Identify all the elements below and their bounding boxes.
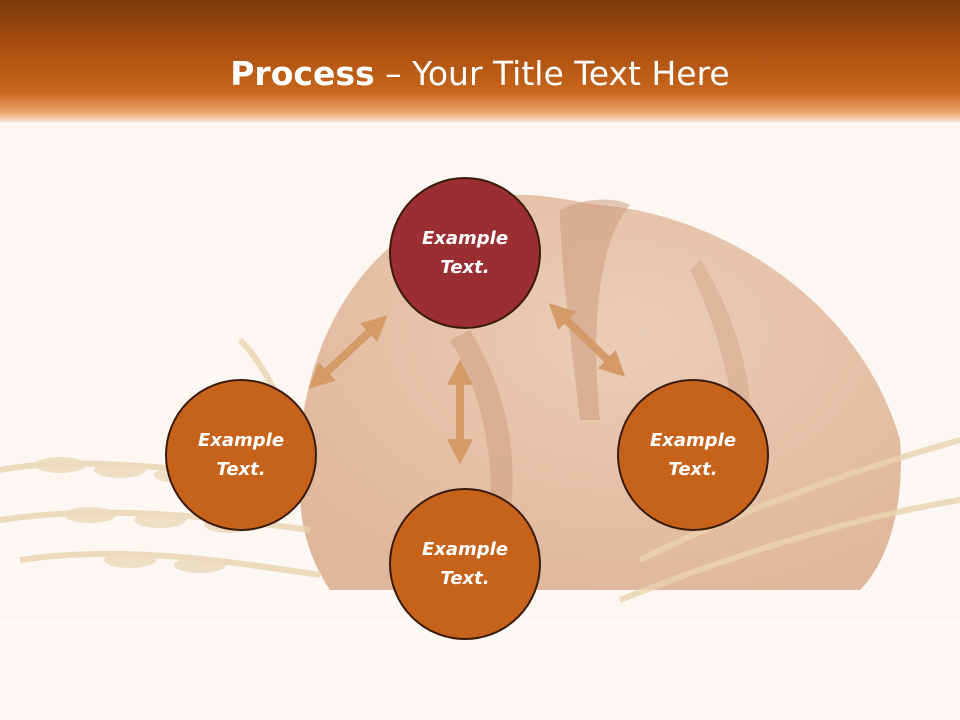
arrow-top-left xyxy=(308,315,388,389)
node-left-label: Example Text. xyxy=(197,430,285,480)
node-bottom-label: Example Text. xyxy=(421,539,509,589)
node-top-label: Example Text. xyxy=(421,228,509,278)
process-node-right: Example Text. xyxy=(617,379,769,531)
node-right-label: Example Text. xyxy=(649,430,737,480)
title-banner xyxy=(0,0,960,122)
arrow-top-right xyxy=(548,303,626,377)
title-rest: – Your Title Text Here xyxy=(374,54,730,93)
process-node-top: Example Text. xyxy=(389,177,541,329)
slide-title: Process – Your Title Text Here xyxy=(0,54,960,94)
process-node-left: Example Text. xyxy=(165,379,317,531)
title-bold: Process xyxy=(230,54,375,93)
process-node-bottom: Example Text. xyxy=(389,488,541,640)
